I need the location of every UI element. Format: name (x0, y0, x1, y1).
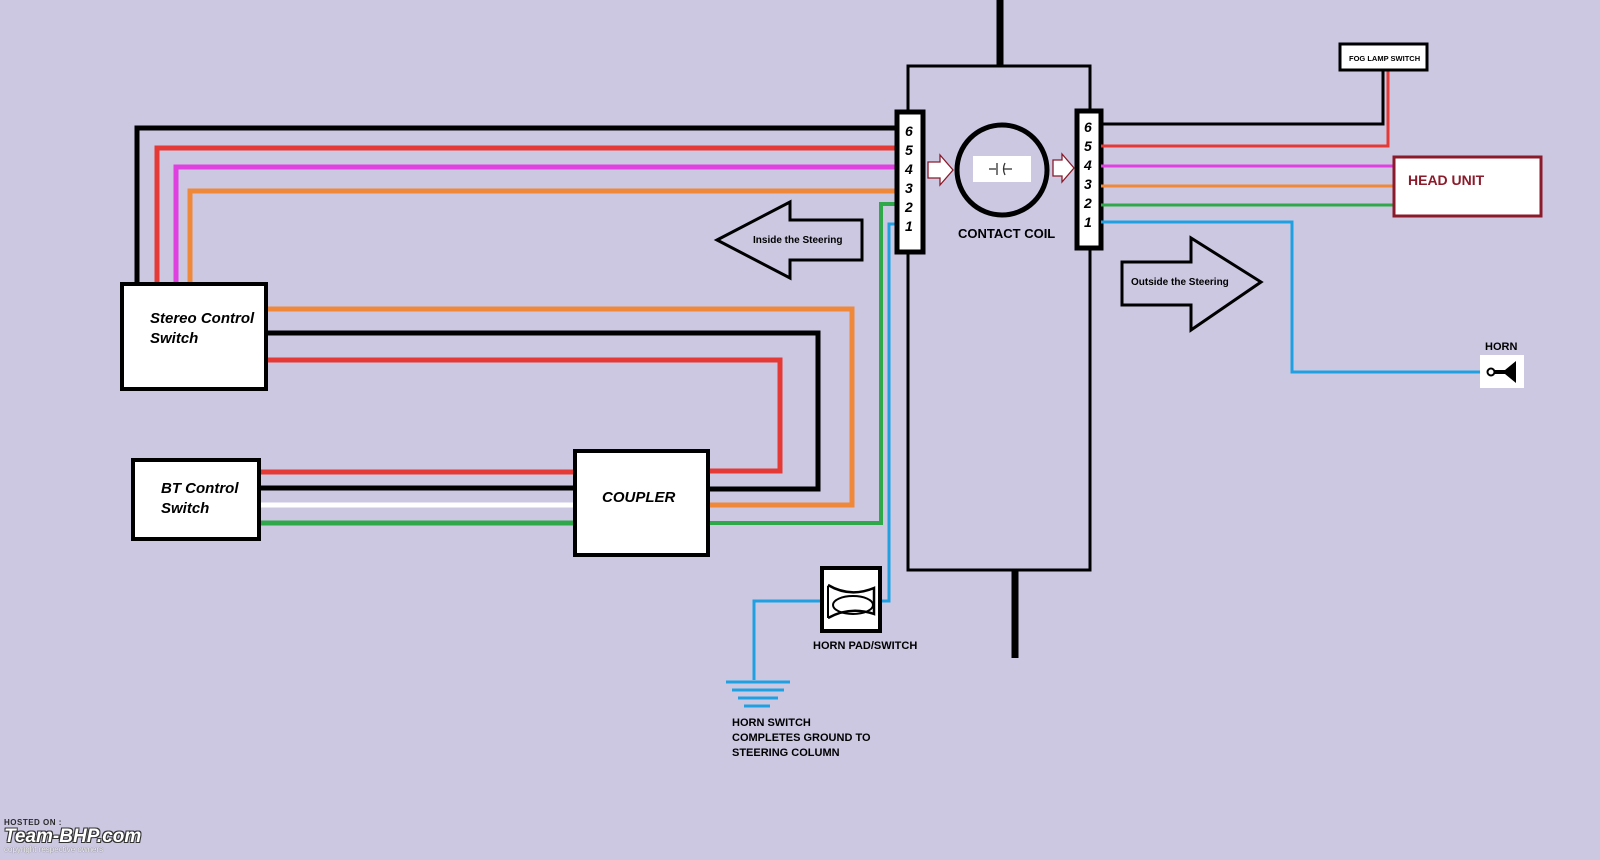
watermark-copyright: copyright respective owners (4, 845, 104, 854)
stereo-switch-label-2: Switch (150, 330, 198, 347)
wires-outside (1101, 70, 1480, 374)
horn-note-line-3: STEERING COLUMN (732, 747, 840, 759)
fog-lamp-switch-box (1338, 42, 1429, 72)
coupler-label: COUPLER (602, 489, 676, 506)
head-unit-label: HEAD UNIT (1408, 172, 1485, 188)
stereo-switch-label-1: Stereo Control (150, 310, 255, 327)
outside-steering-label: Outside the Steering (1131, 277, 1229, 288)
right-pin: 2 (1083, 195, 1092, 211)
right-pin: 5 (1084, 138, 1092, 154)
watermark-hosted-on: HOSTED ON : (4, 818, 62, 827)
wire-red-fog-lamp (1101, 70, 1390, 148)
left-pin: 2 (904, 199, 913, 215)
wire-orange-pin3 (187, 188, 895, 283)
fog-lamp-switch-label: FOG LAMP SWITCH (1349, 54, 1420, 63)
wire-blue-pin1 (880, 222, 895, 603)
wire-blue-ground (752, 599, 822, 680)
right-pin: 6 (1084, 119, 1092, 135)
wire-orange-stereo-coupler (265, 306, 855, 508)
left-pin: 3 (905, 180, 913, 196)
wire-green-pin2 (708, 202, 895, 525)
outside-steering-arrow (1120, 235, 1264, 333)
right-connector (1074, 108, 1104, 251)
wires-bt-to-coupler (258, 469, 575, 526)
wire-red-pin5 (154, 145, 895, 283)
coil-arrow-out (1052, 152, 1075, 184)
left-pin: 4 (904, 161, 913, 177)
coil-arrow-in (927, 153, 954, 187)
capacitor-icon (989, 162, 1012, 176)
horn-icon (1480, 355, 1524, 388)
horn-label: HORN (1485, 341, 1517, 353)
wire-blue-horn (1101, 220, 1480, 374)
wire-black-stereo-coupler (265, 330, 821, 492)
wire-black-pin6 (134, 125, 895, 283)
horn-pad-icon (820, 566, 882, 633)
horn-note-line-2: COMPLETES GROUND TO (732, 732, 871, 744)
watermark-brand: Team-BHP.com (4, 826, 142, 847)
horn-pad-label: HORN PAD/SWITCH (813, 640, 917, 652)
stereo-control-switch-box (120, 282, 268, 391)
steering-column (906, 0, 1092, 658)
horn-note-line-1: HORN SWITCH (732, 717, 811, 729)
left-pin-numbers: 6 5 4 3 2 1 (904, 123, 913, 234)
contact-coil-label: CONTACT COIL (958, 226, 1055, 241)
right-pin-numbers: 6 5 4 3 2 1 (1083, 119, 1092, 230)
right-pin: 1 (1084, 214, 1092, 230)
left-pin: 1 (905, 218, 913, 234)
right-pin: 4 (1083, 157, 1092, 173)
inside-steering-arrow (713, 199, 864, 281)
ground-icon (726, 680, 790, 708)
left-pin: 6 (905, 123, 913, 139)
right-pin: 3 (1084, 176, 1092, 192)
wire-magenta-pin4 (173, 164, 895, 283)
bt-switch-label-2: Switch (161, 500, 209, 517)
coupler-box (573, 449, 710, 557)
watermark: HOSTED ON : Team-BHP.com copyright respe… (4, 818, 141, 854)
bt-control-switch-box (131, 458, 261, 541)
left-connector (894, 109, 926, 255)
wires-stereo-to-connector (134, 125, 895, 283)
wire-black-fog-lamp (1101, 70, 1385, 126)
wires-stereo-to-coupler (265, 306, 855, 508)
inside-steering-label: Inside the Steering (753, 235, 842, 246)
wire-red-stereo-coupler (265, 357, 783, 474)
bt-switch-label-1: BT Control (161, 480, 239, 497)
left-pin: 5 (905, 142, 913, 158)
head-unit-box (1392, 155, 1543, 218)
